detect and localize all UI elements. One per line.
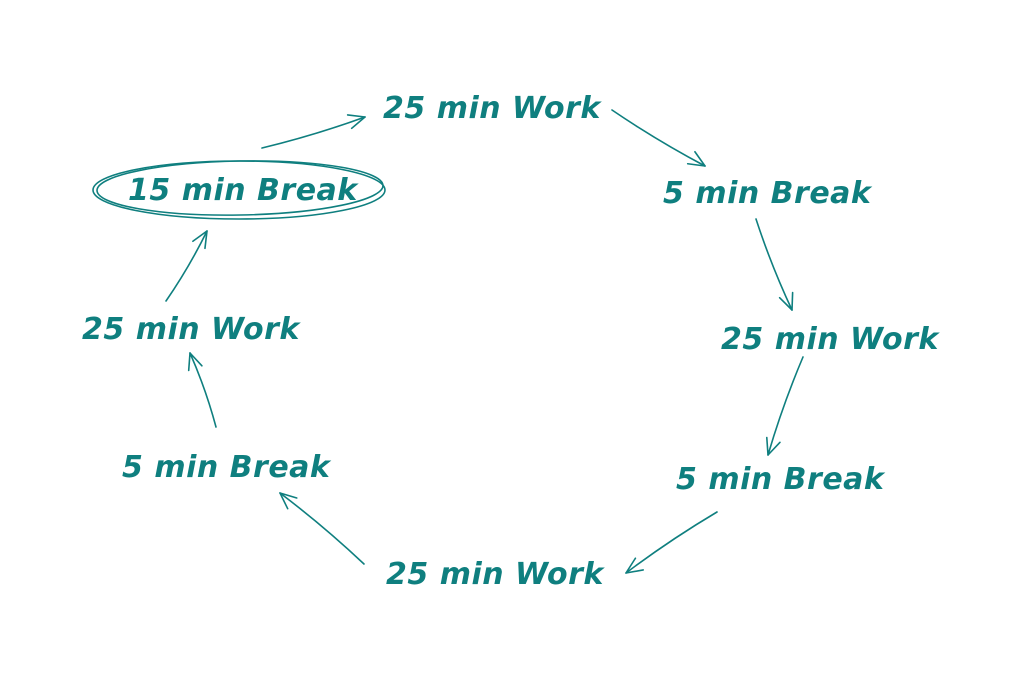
highlight-ellipse-stroke <box>96 160 384 216</box>
step-label: 25 min Work <box>386 557 605 592</box>
arrow-head <box>686 150 706 167</box>
arrow-head <box>279 492 298 510</box>
arrow-head <box>625 557 644 574</box>
cycle-step-1: 25 min Work <box>383 91 602 126</box>
step-label: 25 min Work <box>82 312 301 347</box>
arrow-shaft <box>189 352 217 428</box>
step-label: 25 min Work <box>383 91 602 126</box>
step-label: 5 min Break <box>676 462 886 497</box>
cycle-step-7: 25 min Work <box>82 312 301 347</box>
arrow-shaft <box>611 109 706 167</box>
arrow-3 <box>765 356 804 456</box>
arrow-1 <box>611 109 706 167</box>
arrow-head <box>187 352 203 372</box>
arrow-2 <box>755 218 794 311</box>
arrow-8 <box>261 114 366 149</box>
arrow-head <box>346 114 366 130</box>
step-label: 5 min Break <box>663 176 873 211</box>
cycle-step-3: 25 min Work <box>721 322 940 357</box>
step-label: 25 min Work <box>721 322 940 357</box>
arrow-shaft <box>279 492 365 565</box>
arrow-shaft <box>165 230 208 302</box>
arrow-shaft <box>625 511 718 574</box>
cycle-step-2: 5 min Break <box>663 176 873 211</box>
cycle-step-5: 25 min Work <box>386 557 605 592</box>
arrow-7 <box>165 230 208 302</box>
cycle-step-4: 5 min Break <box>676 462 886 497</box>
arrow-shaft <box>767 356 804 456</box>
arrow-head <box>192 230 208 250</box>
nodes-layer: 25 min Work 5 min Break 25 min Work 5 min B… <box>82 91 940 592</box>
arrow-4 <box>625 511 718 574</box>
arrow-head <box>778 291 794 311</box>
arrow-shaft <box>755 218 793 311</box>
arrow-6 <box>187 352 217 428</box>
cycle-step-6: 5 min Break <box>122 450 332 485</box>
cycle-step-8: 15 min Break <box>92 160 386 220</box>
step-label: 5 min Break <box>122 450 332 485</box>
arrow-shaft <box>261 116 366 149</box>
arrow-head <box>765 436 781 456</box>
step-label: 15 min Break <box>128 173 359 208</box>
edges-layer <box>165 109 804 574</box>
arrow-5 <box>279 492 365 565</box>
